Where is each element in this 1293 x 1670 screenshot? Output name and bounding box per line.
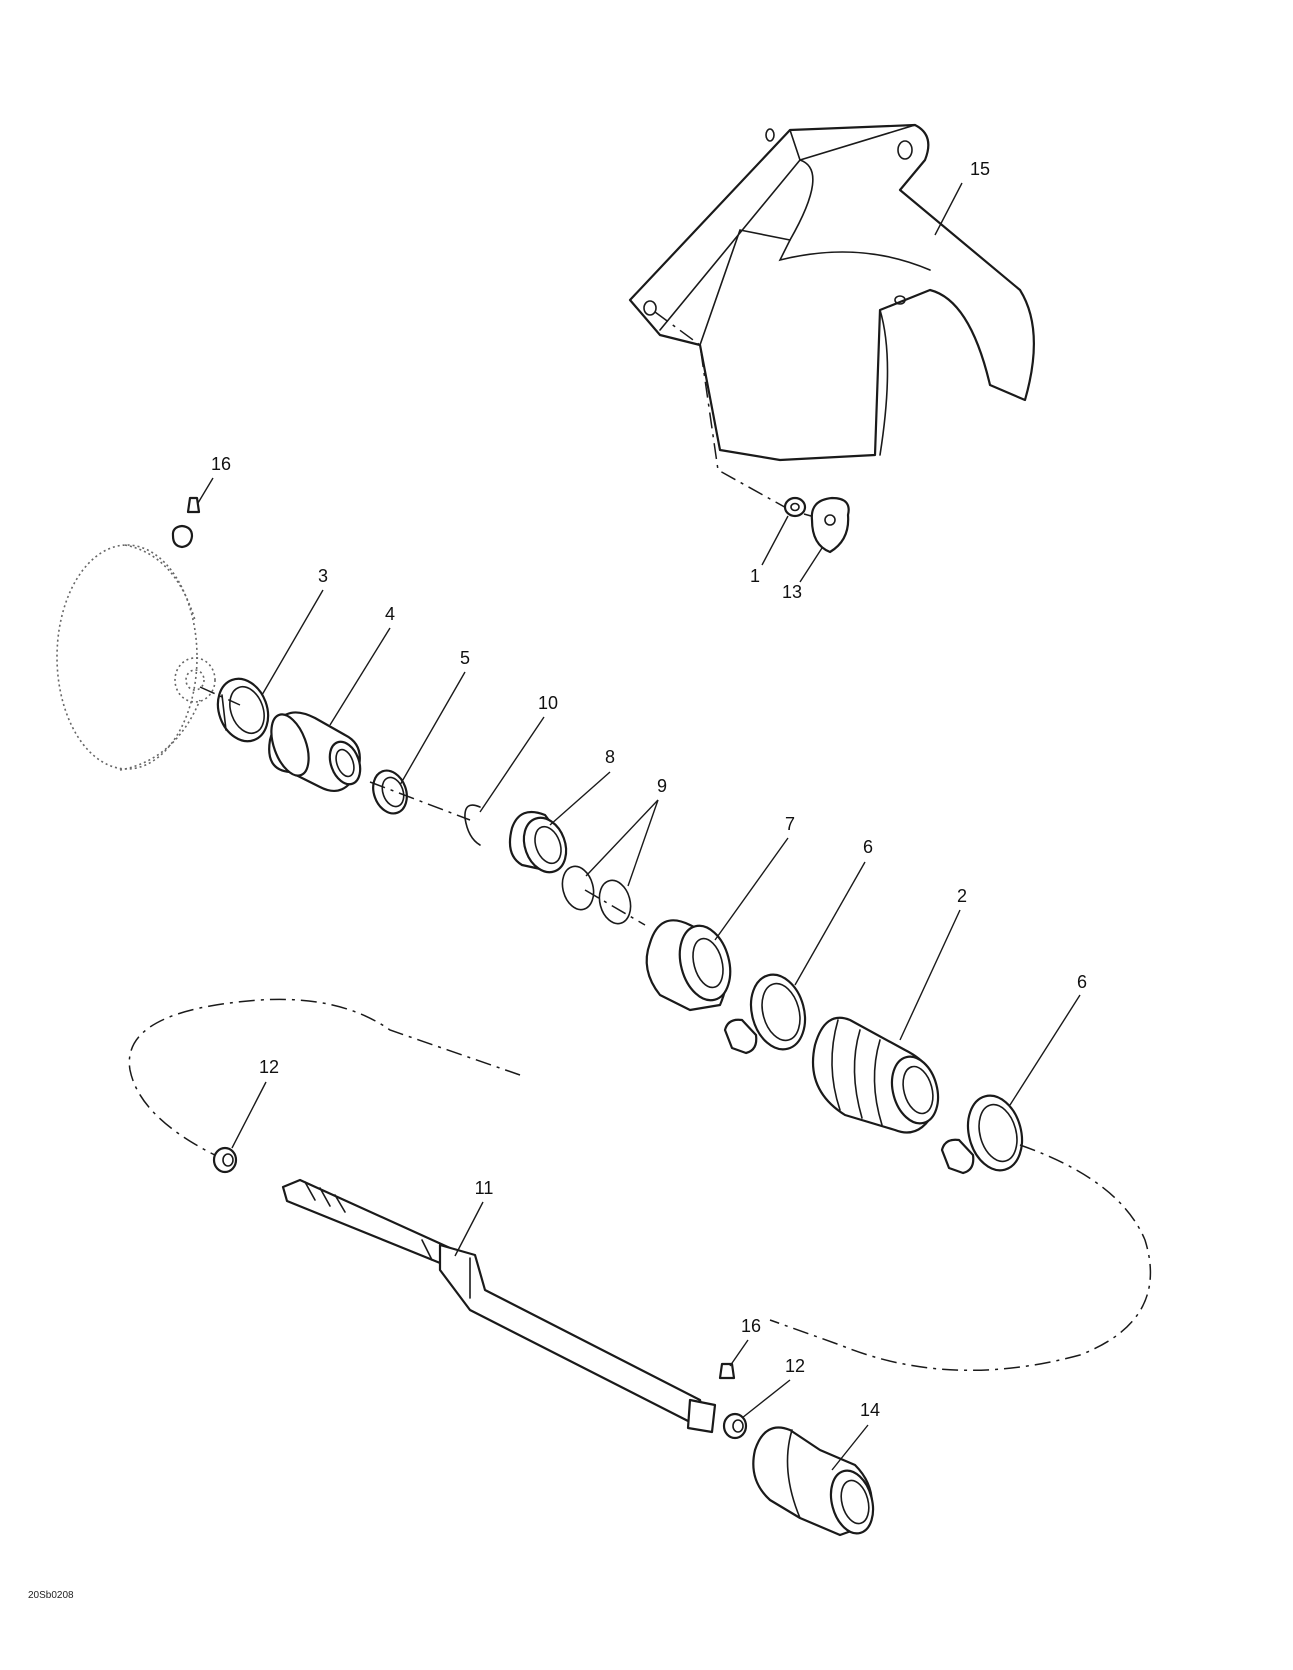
callout-7: 7 <box>785 814 795 834</box>
part-6-hose-clamp-front <box>723 973 807 1055</box>
callout-11: 11 <box>475 1178 494 1198</box>
callout-12-right: 12 <box>785 1356 805 1376</box>
callout-9: 9 <box>657 776 667 796</box>
part-2-boot <box>811 1016 940 1134</box>
callout-6-rear: 6 <box>1077 972 1087 992</box>
callout-1: 1 <box>750 566 760 586</box>
part-11-drive-shaft <box>281 1178 717 1434</box>
callout-4: 4 <box>385 604 395 624</box>
pump-housing-phantom <box>56 544 216 771</box>
part-5-ring <box>372 769 408 815</box>
part-15-guard <box>628 123 1035 462</box>
callout-12-left: 12 <box>259 1057 279 1077</box>
callout-8: 8 <box>605 747 615 767</box>
part-8-seal-carrier <box>508 810 568 874</box>
callouts: 15 1 13 16 3 4 5 10 8 9 7 6 2 6 12 11 16… <box>211 159 1087 1420</box>
callout-16-upper: 16 <box>211 454 231 474</box>
callout-2: 2 <box>957 886 967 906</box>
callout-13: 13 <box>782 582 802 602</box>
part-13-wing-nut <box>810 496 850 554</box>
part-3-clamp <box>216 677 270 743</box>
part-10-circlip <box>464 804 481 846</box>
leader-lines <box>197 182 1081 1471</box>
callout-5: 5 <box>460 648 470 668</box>
part-14-sleeve <box>752 1426 875 1537</box>
driveline-axis <box>199 686 1152 1372</box>
shaft-loop <box>128 998 521 1161</box>
part-7-sleeve <box>645 919 732 1012</box>
part-4-boot <box>268 711 362 792</box>
callout-16-lower: 16 <box>741 1316 761 1336</box>
callout-14: 14 <box>860 1400 880 1420</box>
callout-15: 15 <box>970 159 990 179</box>
part-12-bushing-left <box>212 1146 238 1174</box>
part-12-bushing-right <box>722 1412 748 1440</box>
callout-10: 10 <box>538 693 558 713</box>
callout-6-front: 6 <box>863 837 873 857</box>
part-16-grease-fitting-lower <box>718 1362 736 1380</box>
guard-fastener-link <box>654 311 826 521</box>
part-9-o-rings <box>561 865 632 925</box>
part-16-grease-fitting-upper <box>171 496 201 549</box>
figure-reference-code: 20Sb0208 <box>28 1590 74 1601</box>
part-1-washer <box>783 496 807 518</box>
part-6-hose-clamp-rear <box>940 1094 1024 1175</box>
callout-3: 3 <box>318 566 328 586</box>
